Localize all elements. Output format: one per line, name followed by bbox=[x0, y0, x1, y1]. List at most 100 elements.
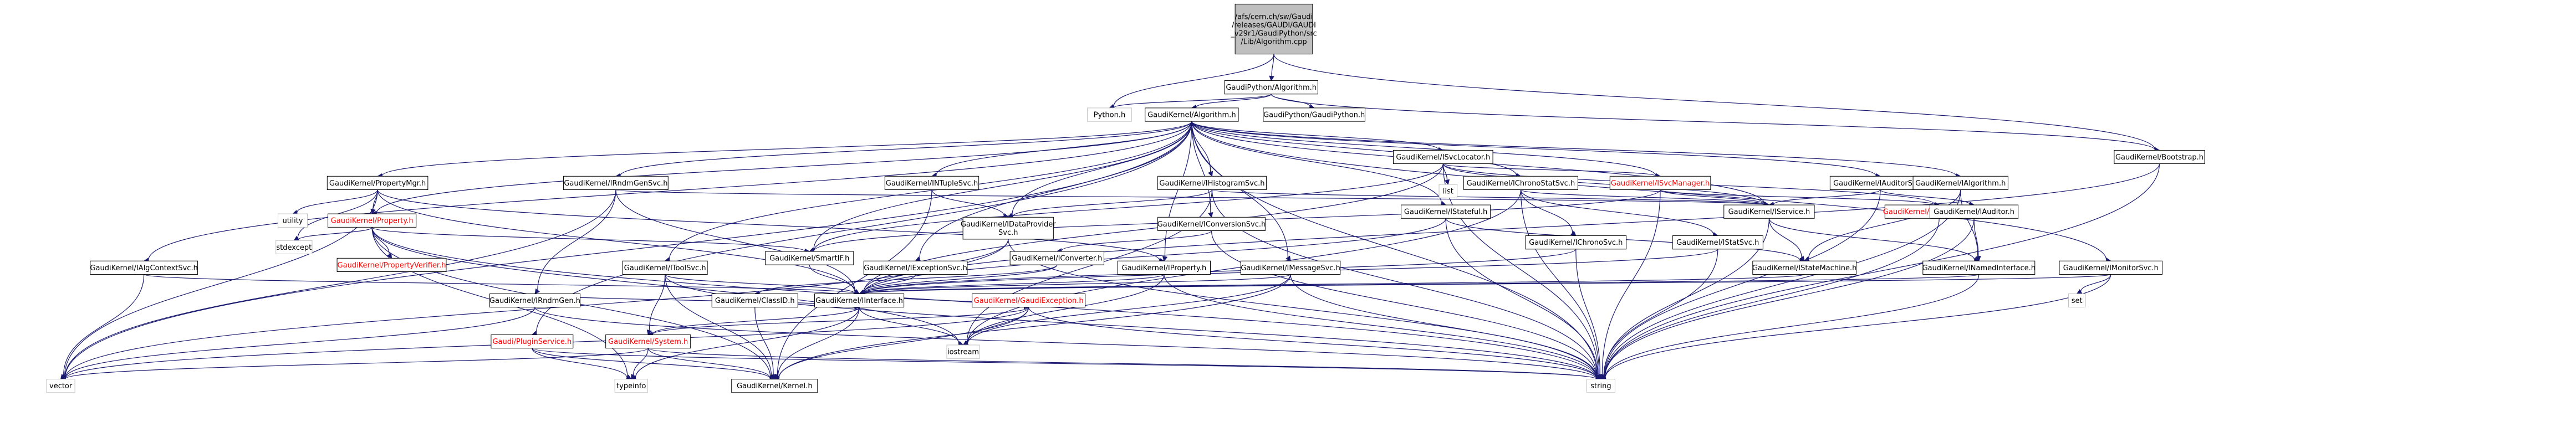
node-label-gk_intuplesvc_h: GaudiKernel/INTupleSvc.h bbox=[886, 179, 978, 188]
node-gk_gaudiexception_h[interactable]: GaudiKernel/GaudiException.h bbox=[972, 293, 1086, 308]
node-gk_intuplesvc_h[interactable]: GaudiKernel/INTupleSvc.h bbox=[884, 176, 980, 190]
node-label-gk_iconverter_h: GaudiKernel/IConverter.h bbox=[1012, 255, 1102, 263]
node-gk_iconversionsvc_h[interactable]: GaudiKernel/IConversionSvc.h bbox=[1157, 217, 1266, 231]
arrowhead-gk_algorithm_h-to-gk_ihistogramsvc_h bbox=[1208, 171, 1213, 177]
edge-gk_iagcontextsvc_h-to-gk_iinterface_h bbox=[144, 274, 855, 294]
edge-gp_algorithm_h-to-gk_bootstrap_h bbox=[1271, 94, 2156, 151]
node-gk_itoolsvc_h[interactable]: GaudiKernel/IToolSvc.h bbox=[622, 260, 708, 275]
edge-gk_imonitorsvc_h-to-string bbox=[1605, 274, 2111, 379]
edge-gk_ialgorithm_h-to-string bbox=[1604, 189, 1961, 377]
node-gk_iproperty_h[interactable]: GaudiKernel/IProperty.h bbox=[1117, 260, 1211, 275]
edge-gp_algorithm_h-to-gk_algorithm_h bbox=[1196, 94, 1272, 108]
edge-gk_irndmgensvc_h-to-gk_irndmgen_h bbox=[537, 189, 616, 291]
edge-gk_isvclocator_h-to-gk_iservice_h bbox=[1442, 163, 1766, 205]
node-box-gk_propertymgr_h bbox=[327, 176, 429, 190]
node-label-gk_iconversionsvc_h: GaudiKernel/IConversionSvc.h bbox=[1157, 220, 1266, 229]
node-gk_istatemachine_h[interactable]: GaudiKernel/IStateMachine.h bbox=[1752, 260, 1856, 275]
node-label-gk_ialgorithm_h: GaudiKernel/IAlgorithm.h bbox=[1915, 179, 2006, 188]
node-label-gk_iinterface_h: GaudiKernel/IInterface.h bbox=[815, 297, 903, 305]
edge-gk_idataprovidersvc_h-to-string bbox=[1008, 239, 1597, 378]
edge-gk_irndmgen_h-to-vector bbox=[64, 307, 535, 379]
node-gp_algorithm_h[interactable]: GaudiPython/Algorithm.h bbox=[1224, 80, 1318, 95]
node-gk_istatsvc_h[interactable]: GaudiKernel/IStatSvc.h bbox=[1672, 235, 1763, 250]
node-gk_iinterface_h[interactable]: GaudiKernel/IInterface.h bbox=[814, 293, 905, 308]
node-gk_bootstrap_h[interactable]: GaudiKernel/Bootstrap.h bbox=[2114, 150, 2205, 164]
edge-gk_imonitorsvc_h-to-set bbox=[2080, 274, 2111, 292]
node-box-gk_iauditor_h bbox=[1930, 204, 2019, 219]
node-gk_algorithm_h[interactable]: GaudiKernel/Algorithm.h bbox=[1145, 107, 1239, 122]
edge-gk_ihistogramsvc_h-to-gk_iservice_h bbox=[1211, 189, 1766, 205]
node-gk_iagcontextsvc_h[interactable]: GaudiKernel/IAlgContextSvc.h bbox=[90, 260, 198, 275]
node-gk_inamedinterface_h[interactable]: GaudiKernel/INamedInterface.h bbox=[1922, 260, 2036, 275]
node-gk_iauditor_h[interactable]: GaudiKernel/IAuditor.h bbox=[1930, 204, 2019, 219]
node-box-utility bbox=[277, 213, 308, 228]
node-gk_isvclocator_h[interactable]: GaudiKernel/ISvcLocator.h bbox=[1393, 150, 1493, 164]
edge-gk_propertymgr_h-to-gk_iinterface_h bbox=[377, 189, 855, 293]
node-label-gk_algorithm_h: GaudiKernel/Algorithm.h bbox=[1147, 111, 1236, 120]
node-box-gk_gaudiexception_h bbox=[972, 293, 1086, 308]
node-gk_iconverter_h[interactable]: GaudiKernel/IConverter.h bbox=[1009, 251, 1104, 265]
node-gk_propertymgr_h[interactable]: GaudiKernel/PropertyMgr.h bbox=[327, 176, 429, 190]
edge-gk_iinterface_h-to-gk_system_h bbox=[652, 307, 860, 335]
node-gk_iservice_h[interactable]: GaudiKernel/IService.h bbox=[1723, 204, 1815, 219]
edge-gk_isvclocator_h-to-gk_smartif_h bbox=[813, 163, 1443, 251]
edge-gk_system_h-to-typeinfo bbox=[632, 348, 649, 375]
node-gp_gaudipython_h[interactable]: GaudiPython/GaudiPython.h bbox=[1263, 107, 1365, 122]
edge-gk_classid_h-to-gk_kernel_h bbox=[754, 307, 774, 375]
node-label-gk_smartif_h: GaudiKernel/SmartIF.h bbox=[769, 255, 849, 263]
edge-gk_iconversionsvc_h-to-gk_iconverter_h bbox=[1061, 230, 1212, 251]
edge-gk_irndmgen_h-to-string bbox=[534, 307, 1597, 379]
node-box-gk_classid_h bbox=[711, 293, 798, 308]
node-gaudi_pluginservice_h[interactable]: Gaudi/PluginService.h bbox=[491, 334, 574, 349]
node-box-gk_kernel_h bbox=[731, 379, 818, 393]
node-root[interactable]: /afs/cern.ch/sw/Gaudi/releases/GAUDI/GAU… bbox=[1230, 3, 1317, 55]
edge-gk_isvclocator_h-to-gk_isvcmanager_h bbox=[1442, 163, 1656, 177]
node-python_h: Python.h bbox=[1087, 107, 1132, 122]
edge-gk_imessagesvc_h-to-gk_kernel_h bbox=[778, 274, 1291, 379]
node-label-gp_gaudipython_h: GaudiPython/GaudiPython.h bbox=[1263, 111, 1365, 120]
node-label-gaudi_pluginservice_h: Gaudi/PluginService.h bbox=[492, 338, 572, 346]
node-box-python_h bbox=[1087, 107, 1132, 122]
arrowhead-gk_itoolsvc_h-to-gk_system_h bbox=[646, 329, 652, 336]
node-box-gk_ialgorithm_h bbox=[1912, 176, 2008, 190]
node-gk_ichronosvc_h[interactable]: GaudiKernel/IChronoSvc.h bbox=[1525, 235, 1627, 250]
node-label-list: list bbox=[1443, 188, 1453, 196]
node-label-gk_idataprovidersvc_h: GaudiKernel/IDataProvider bbox=[961, 220, 1056, 229]
node-box-gk_intuplesvc_h bbox=[884, 176, 980, 190]
node-gk_property_h[interactable]: GaudiKernel/Property.h bbox=[328, 213, 417, 228]
arrowhead-gk_ichronostatsvc_h-to-gk_ichronosvc_h bbox=[1570, 230, 1577, 236]
node-gk_istatefull_h[interactable]: GaudiKernel/IStateful.h bbox=[1401, 204, 1491, 219]
node-gk_ichronostatsvc_h[interactable]: GaudiKernel/IChronoStatSvc.h bbox=[1463, 176, 1578, 190]
node-gk_smartif_h[interactable]: GaudiKernel/SmartIF.h bbox=[765, 251, 854, 265]
node-gk_kernel_h[interactable]: GaudiKernel/Kernel.h bbox=[731, 379, 818, 393]
edge-gk_gaudiexception_h-to-gk_system_h bbox=[652, 307, 1029, 335]
node-gk_propertyverifier_h[interactable]: GaudiKernel/PropertyVerifier.h bbox=[336, 258, 447, 272]
node-gk_iexceptionsvc_h[interactable]: GaudiKernel/IExceptionSvc.h bbox=[863, 260, 968, 275]
node-gk_ihistogramsvc_h[interactable]: GaudiKernel/IHistogramSvc.h bbox=[1157, 176, 1267, 190]
node-gk_irndmgensvc_h[interactable]: GaudiKernel/IRndmGenSvc.h bbox=[563, 176, 669, 190]
graph-nodes: /afs/cern.ch/sw/Gaudi/releases/GAUDI/GAU… bbox=[46, 3, 2205, 393]
node-box-gk_propertyverifier_h bbox=[336, 258, 447, 272]
node-label-gk_iauditor_h: GaudiKernel/IAuditor.h bbox=[1934, 208, 2014, 217]
edge-gk_algorithm_h-to-gk_imonitorsvc_h bbox=[1191, 121, 2107, 261]
node-box-list bbox=[1439, 184, 1458, 198]
node-string: string bbox=[1586, 379, 1615, 393]
node-gk_system_h[interactable]: GaudiKernel/System.h bbox=[605, 334, 691, 349]
node-label-gk_inamedinterface_h: GaudiKernel/INamedInterface.h bbox=[1922, 264, 2036, 272]
node-gk_imessagesvc_h[interactable]: GaudiKernel/IMessageSvc.h bbox=[1240, 260, 1341, 275]
node-gk_irndmgen_h[interactable]: GaudiKernel/IRndmGen.h bbox=[489, 293, 581, 308]
edge-gk_gaudiexception_h-to-iostream bbox=[966, 307, 1029, 343]
node-gk_isvcmanager_h[interactable]: GaudiKernel/ISvcManager.h bbox=[1609, 176, 1711, 190]
edge-gk_ialgorithm_h-to-gk_inamedinterface_h bbox=[1960, 189, 1978, 257]
node-label-gk_imessagesvc_h: GaudiKernel/IMessageSvc.h bbox=[1241, 264, 1340, 272]
node-gk_ialgorithm_h[interactable]: GaudiKernel/IAlgorithm.h bbox=[1912, 176, 2008, 190]
node-gk_classid_h[interactable]: GaudiKernel/ClassID.h bbox=[711, 293, 798, 308]
node-box-gk_isvclocator_h bbox=[1393, 150, 1493, 164]
node-gk_imonitorsvc_h[interactable]: GaudiKernel/IMonitorSvc.h bbox=[2059, 260, 2163, 275]
node-box-gk_isvcmanager_h bbox=[1609, 176, 1711, 190]
node-label-set: set bbox=[2072, 297, 2083, 305]
node-label-python_h: Python.h bbox=[1094, 111, 1125, 120]
node-label-gk_istatefull_h: GaudiKernel/IStateful.h bbox=[1404, 208, 1487, 217]
edge-gk_itoolsvc_h-to-gk_kernel_h bbox=[665, 274, 772, 377]
